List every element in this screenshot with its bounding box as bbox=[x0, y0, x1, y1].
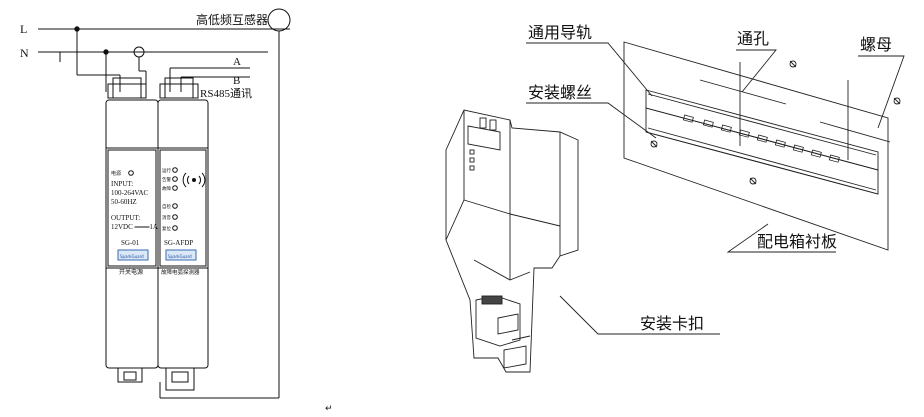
input-freq: 50-60HZ bbox=[111, 198, 137, 206]
leader-clip bbox=[559, 295, 720, 335]
nut-icon-2 bbox=[893, 97, 901, 105]
rail-slots bbox=[682, 114, 840, 163]
led-label-5: 消音 bbox=[162, 214, 171, 221]
screw-icon-2 bbox=[749, 177, 757, 185]
nut-icon bbox=[789, 60, 797, 68]
label-sensor: 高低频互感器 bbox=[196, 12, 268, 27]
wireless-icon bbox=[182, 172, 206, 188]
brand-right: SparkGuard bbox=[168, 254, 192, 259]
output-title: OUTPUT: bbox=[111, 214, 140, 222]
return-mark: ↵ bbox=[325, 404, 333, 414]
label-rail: 通用导轨 bbox=[528, 23, 592, 42]
led-label-6: 复位 bbox=[162, 225, 171, 232]
label-rs485: RS485通讯 bbox=[200, 87, 252, 100]
wiring-diagram bbox=[38, 8, 291, 399]
brand-left: SparkGuard bbox=[120, 254, 144, 259]
caption-left: 开关电源 bbox=[119, 268, 143, 276]
brand-logo-left bbox=[117, 249, 149, 261]
led-label-1: 运行 bbox=[162, 167, 171, 174]
brand-logo-right bbox=[165, 249, 197, 261]
label-nut: 螺母 bbox=[860, 35, 892, 54]
leader-hole bbox=[736, 49, 777, 93]
current-sensor-symbol bbox=[267, 8, 291, 32]
input-voltage: 100-264VAC bbox=[111, 189, 149, 197]
screw-icon bbox=[650, 140, 658, 148]
label-board: 配电箱衬板 bbox=[757, 232, 837, 251]
led-label-3: 故障 bbox=[162, 185, 171, 192]
leader-board bbox=[726, 223, 836, 253]
mounting-diagram bbox=[445, 41, 905, 373]
leader-rail bbox=[526, 42, 653, 97]
led-label-4: 自检 bbox=[162, 203, 171, 210]
label-screw: 安装螺丝 bbox=[528, 83, 592, 102]
input-title: INPUT: bbox=[111, 180, 133, 188]
leader-screw bbox=[526, 102, 657, 139]
led-label-2: 告警 bbox=[162, 176, 171, 183]
model-right: SG-AFDP bbox=[164, 239, 193, 247]
label-hole: 通孔 bbox=[737, 29, 769, 48]
caption-right: 故障电弧探测器 bbox=[161, 268, 200, 276]
leader-nut bbox=[858, 55, 905, 129]
label-n: N bbox=[20, 46, 29, 60]
led-power-label: 电源 bbox=[111, 170, 121, 177]
label-a: A bbox=[233, 56, 241, 68]
din-device bbox=[445, 109, 579, 373]
label-l: L bbox=[20, 22, 27, 36]
model-left: SG-01 bbox=[121, 239, 140, 247]
board-panel bbox=[623, 41, 889, 251]
label-clip: 安装卡扣 bbox=[640, 314, 704, 333]
output-value: 12VDC ═══1A bbox=[111, 223, 158, 231]
din-rail bbox=[645, 89, 879, 195]
label-b: B bbox=[233, 75, 240, 87]
